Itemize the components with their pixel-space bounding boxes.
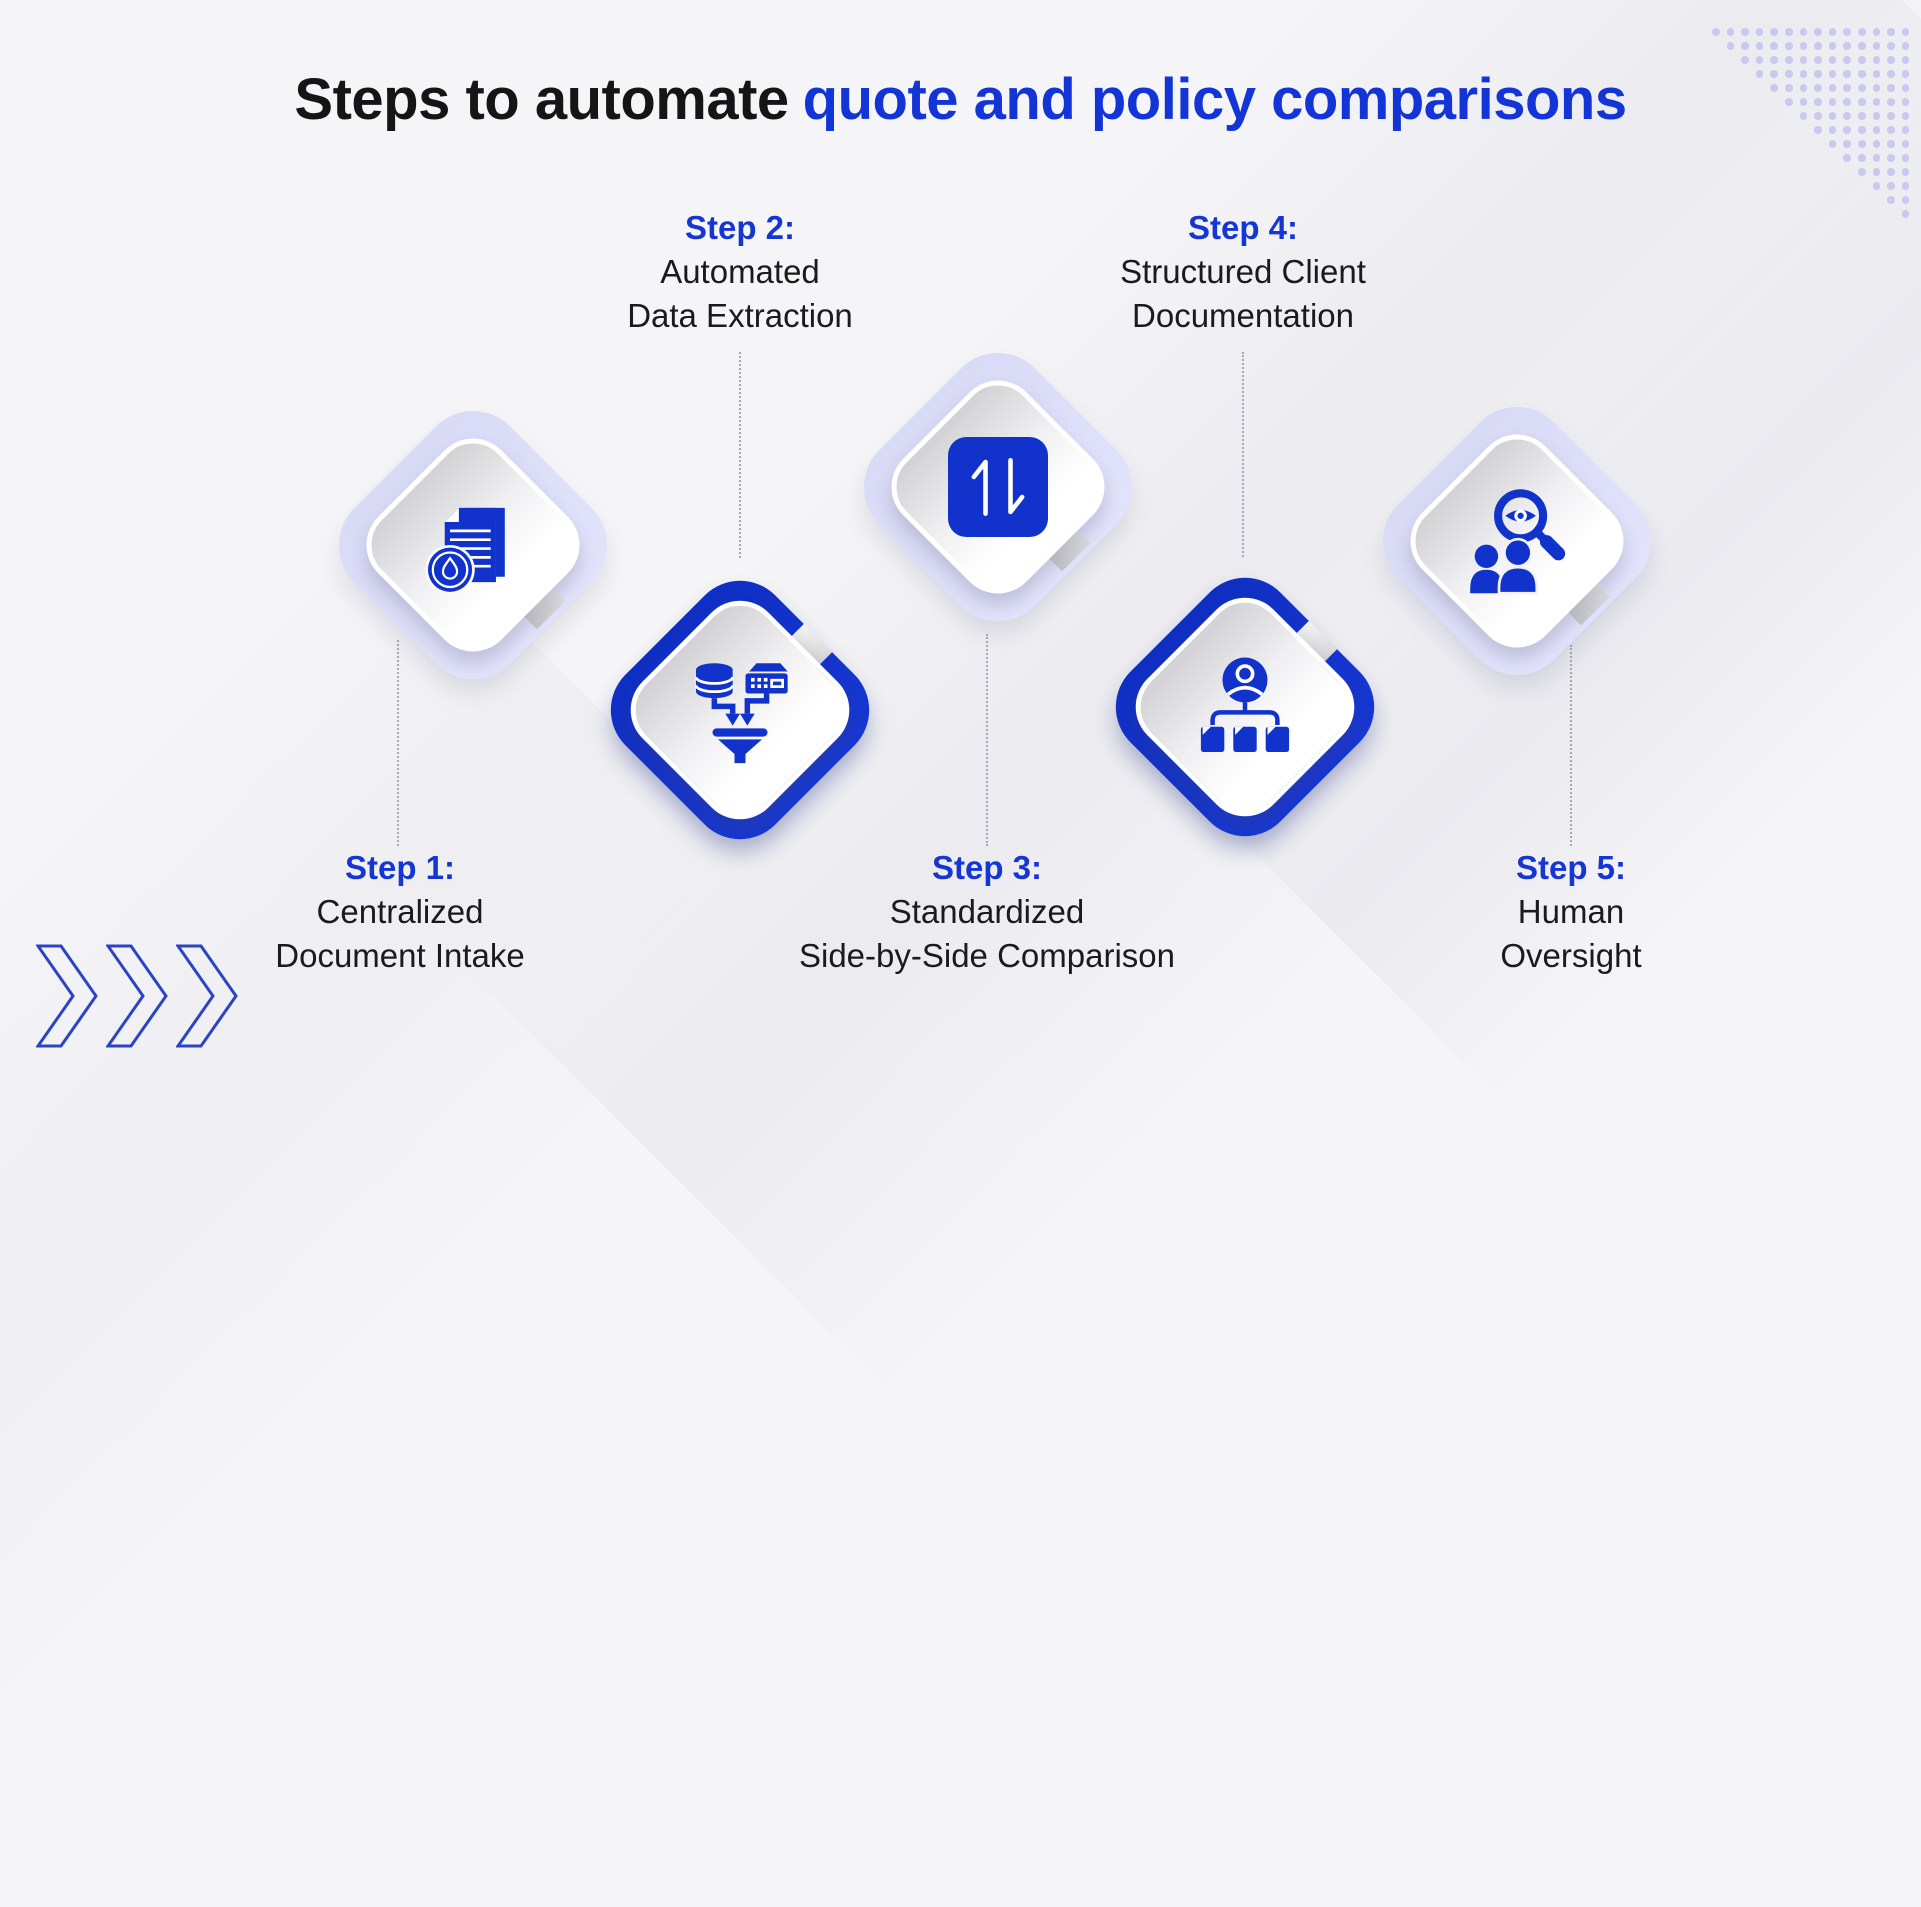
dot <box>1858 154 1866 162</box>
step3-label: Step 3: Standardized Side-by-Side Compar… <box>757 846 1217 978</box>
dot <box>1814 28 1822 36</box>
step1-text-line1: Centralized <box>316 893 484 930</box>
dot <box>1712 28 1720 36</box>
step3-text-line2: Side-by-Side Comparison <box>798 937 1175 974</box>
documents-seal-icon <box>425 507 505 595</box>
step4-text-line1: Structured Client <box>1120 253 1366 290</box>
dot <box>1887 28 1895 36</box>
dot <box>1901 42 1910 50</box>
dot <box>1858 28 1866 36</box>
step5-text-line1: Human <box>1517 893 1625 930</box>
page-title-blue-part: quote and policy comparisons <box>802 67 1627 132</box>
connector-step2 <box>739 352 741 558</box>
connector-step4 <box>1242 352 1244 557</box>
dot <box>1770 56 1778 64</box>
dot <box>1741 28 1749 36</box>
dot <box>1872 56 1881 64</box>
dot <box>1785 28 1793 36</box>
step3-number: Step 3: <box>931 849 1043 886</box>
dot <box>1755 42 1764 50</box>
dot <box>1858 168 1866 176</box>
dot <box>1726 28 1735 36</box>
dot <box>1785 42 1793 50</box>
dot <box>1901 28 1910 36</box>
step4-number: Step 4: <box>1187 209 1299 246</box>
connector-step3 <box>986 634 988 846</box>
dot <box>1814 42 1822 50</box>
step2-text-line2: Data Extraction <box>627 297 853 334</box>
dot <box>1901 196 1910 204</box>
dot <box>1872 28 1881 36</box>
dot <box>1755 56 1764 64</box>
step5-number: Step 5: <box>1515 849 1627 886</box>
org-distribution-icon <box>1200 657 1290 752</box>
step2-label: Step 2: Automated Data Extraction <box>510 206 970 338</box>
step1-number: Step 1: <box>344 849 456 886</box>
step5-text-line2: Oversight <box>1500 937 1642 974</box>
dot <box>1843 154 1851 162</box>
dot <box>1843 28 1851 36</box>
dot <box>1887 140 1895 148</box>
dot <box>1901 154 1910 162</box>
dot <box>1755 28 1764 36</box>
dot <box>1887 56 1895 64</box>
dot <box>1770 28 1778 36</box>
dot <box>1741 42 1749 50</box>
dot <box>1872 168 1881 176</box>
dot <box>1843 42 1851 50</box>
chevron-right-icon <box>106 944 168 1048</box>
step3-text-line1: Standardized <box>889 893 1085 930</box>
dot <box>1828 42 1837 50</box>
dot <box>1741 56 1749 64</box>
dot <box>1785 56 1793 64</box>
dot <box>1872 42 1881 50</box>
dot <box>1901 210 1910 218</box>
step1-label: Step 1: Centralized Document Intake <box>170 846 630 978</box>
dot <box>1814 56 1822 64</box>
dot <box>1858 140 1866 148</box>
chevron-right-icon <box>36 944 98 1048</box>
dot <box>1799 42 1808 50</box>
step2-number: Step 2: <box>684 209 796 246</box>
dot <box>1858 56 1866 64</box>
step4-text-line2: Documentation <box>1132 297 1354 334</box>
dot <box>1872 154 1881 162</box>
dot <box>1828 28 1837 36</box>
dot <box>1901 56 1910 64</box>
dot <box>1901 182 1910 190</box>
magnifier-eye-people-icon <box>1470 489 1566 595</box>
dot <box>1887 42 1895 50</box>
dot <box>1887 154 1895 162</box>
dot <box>1799 28 1808 36</box>
step4-label: Step 4: Structured Client Documentation <box>1013 206 1473 338</box>
dot <box>1872 182 1881 190</box>
dot <box>1887 182 1895 190</box>
page-title-black-part: Steps to automate <box>294 67 789 132</box>
connector-step5 <box>1570 645 1572 846</box>
dot <box>1843 140 1851 148</box>
dot <box>1858 42 1866 50</box>
dot <box>1887 196 1895 204</box>
dot <box>1726 42 1735 50</box>
dot <box>1872 140 1881 148</box>
connector-step1 <box>397 640 399 846</box>
dot <box>1770 42 1778 50</box>
dot <box>1799 56 1808 64</box>
dot <box>1901 140 1910 148</box>
step5-label: Step 5: Human Oversight <box>1341 846 1801 978</box>
sort-arrows-icon <box>948 437 1048 537</box>
step1-text-line2: Document Intake <box>275 937 525 974</box>
dot <box>1887 168 1895 176</box>
data-extraction-funnel-icon <box>694 663 788 764</box>
dot <box>1843 56 1851 64</box>
dot <box>1901 168 1910 176</box>
step2-text-line1: Automated <box>660 253 820 290</box>
dot <box>1828 56 1837 64</box>
dot <box>1828 140 1837 148</box>
